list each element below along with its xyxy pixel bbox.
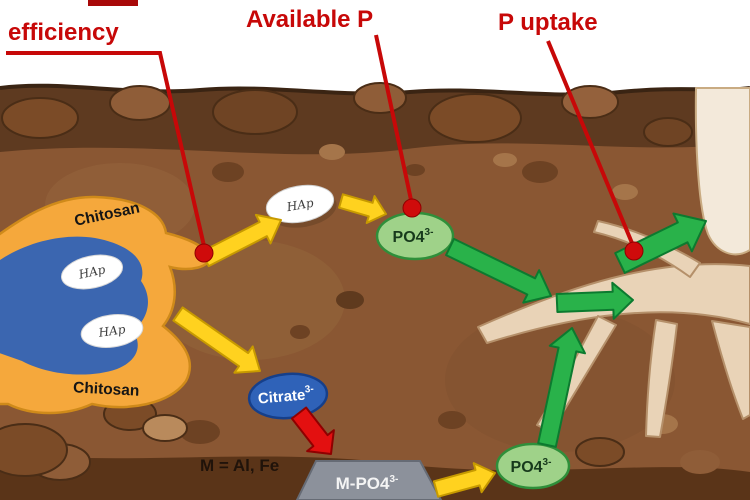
soil-stone [643, 117, 693, 147]
po4-top-base: PO4 [393, 229, 425, 246]
hap-free-label: HAp [285, 196, 315, 215]
soil-stone [109, 85, 171, 121]
metal-legend: M = Al, Fe [200, 456, 279, 475]
soil-stone [1, 97, 79, 139]
hap-free-particle: HAp [265, 184, 337, 228]
chitosan-bottom-label: Chitosan [73, 379, 140, 399]
soil-stone [522, 161, 558, 183]
citrate-base: Citrate [257, 387, 306, 408]
root-transport-arrow-green [555, 281, 634, 320]
po4-top-particle: PO43- [375, 211, 455, 261]
hap-2-label: HAp [97, 322, 127, 340]
available-p-callout: Available P [246, 6, 373, 33]
m-po4-base: M-PO4 [336, 474, 390, 493]
hap-ellipse [265, 184, 335, 224]
soil-stone [212, 89, 298, 135]
p-uptake-callout: P uptake [498, 9, 598, 36]
soil-stone [493, 153, 517, 167]
soil-stone [612, 184, 638, 200]
citrate-label: Citrate3- [257, 384, 315, 408]
soil-stone [575, 437, 625, 467]
po4-bottom-particle: PO43- [495, 442, 571, 490]
hap-particle [60, 254, 124, 290]
po4-bottom-label: PO43- [511, 457, 552, 476]
blob-to-citrate-arrow-yellow [172, 306, 261, 374]
p-uptake-dot [624, 241, 644, 261]
arrow-layer [172, 193, 707, 498]
efficiency-dot [194, 243, 214, 263]
soil-stone [290, 325, 310, 339]
hap-1-label: HAp [76, 262, 106, 282]
soil-stone [405, 164, 425, 176]
soil-stone [142, 414, 188, 442]
mineral-to-po4-arrow-yellow [432, 462, 496, 498]
hap-particle [80, 314, 144, 348]
chitosan-hap-composite: HAp HAp Chitosan Chitosan [0, 195, 211, 415]
citrate-to-mineral-arrow-red [290, 406, 335, 455]
callout-connectors [6, 34, 634, 247]
citrate-sup: 3- [304, 384, 314, 396]
soil-stone [428, 93, 522, 143]
po4-up-to-root-arrow-green [537, 327, 586, 448]
soil-stone [0, 423, 68, 477]
p-uptake-connector [546, 40, 634, 244]
soil-stone [319, 144, 345, 160]
efficiency-callout: efficiency [8, 19, 119, 46]
po4-top-label: PO43- [393, 227, 434, 246]
root-branch-down [645, 319, 678, 438]
root-branch-down [711, 320, 750, 420]
m-po4-label: M-PO43- [336, 474, 399, 493]
chitosan-core [0, 236, 148, 375]
mineral-trapezoid [295, 460, 443, 500]
m-po4-sup: 3- [389, 474, 398, 485]
metal-phosphate-mineral: M-PO43- [295, 460, 443, 500]
cropped-label-fragment [88, 0, 138, 6]
available-p-connector [374, 34, 413, 201]
available-p-dot [402, 198, 422, 218]
soil-stone [438, 411, 466, 429]
po4-top-sup: 3- [425, 227, 434, 238]
soil-stone [336, 291, 364, 309]
po4-ellipse [495, 442, 571, 490]
po4-to-root-arrow-green [445, 237, 552, 304]
citrate-ellipse [247, 372, 329, 420]
po4-bottom-sup: 3- [543, 457, 552, 468]
soil-stone [180, 420, 220, 444]
po4-bottom-base: PO4 [511, 459, 543, 476]
citrate-particle: Citrate3- [247, 372, 329, 420]
soil-stone [353, 82, 407, 114]
root-trunk [694, 87, 750, 256]
soil-stone [680, 450, 720, 474]
soil-stone [212, 162, 244, 182]
stone-layer [0, 82, 750, 481]
efficiency-connector [6, 51, 206, 247]
hap-to-po4-arrow-yellow [338, 193, 387, 224]
